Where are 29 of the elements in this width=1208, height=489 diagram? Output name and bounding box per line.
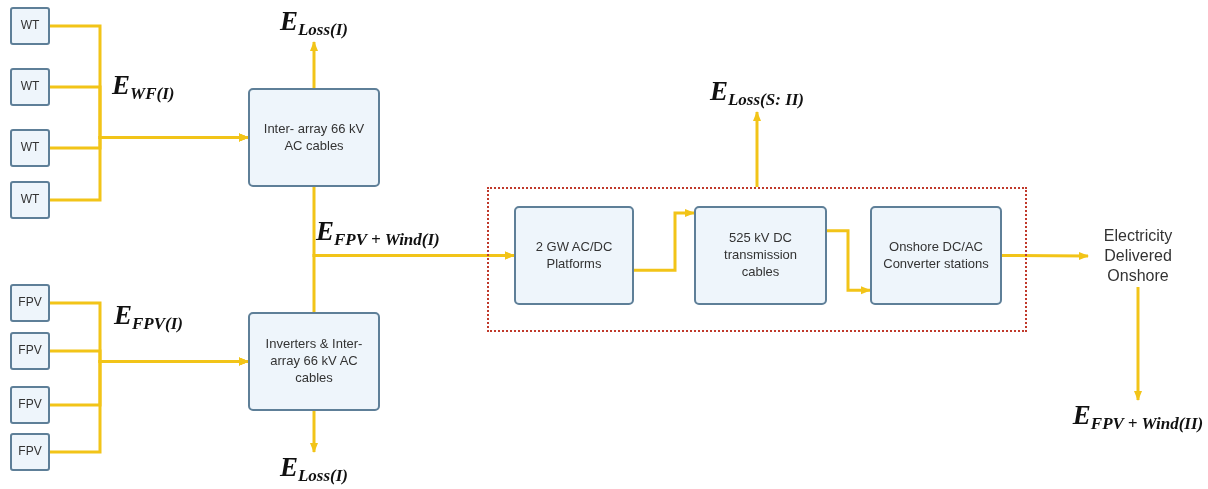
unit-box: WT <box>10 181 50 219</box>
arrow <box>753 111 761 187</box>
arrow <box>310 41 318 88</box>
unit-box: FPV <box>10 284 50 322</box>
arrow <box>634 208 695 272</box>
process-box: Inverters & Inter-array 66 kV AC cables <box>248 312 380 411</box>
unit-box: WT <box>10 7 50 45</box>
output-label: Electricity Delivered Onshore <box>1088 225 1188 287</box>
unit-box: FPV <box>10 332 50 370</box>
arrow <box>1134 287 1142 401</box>
process-box: 2 GW AC/DC Platforms <box>514 206 634 305</box>
edge-label: E$_{FPV + Wind(I)}$ <box>316 216 440 250</box>
process-box: Onshore DC/AC Converter stations <box>870 206 1002 305</box>
energy-label: E$_{Loss(I)}$ <box>262 452 366 488</box>
unit-box: FPV <box>10 433 50 471</box>
arrow <box>310 411 318 453</box>
arrow <box>827 229 871 295</box>
energy-label: E$_{FPV + Wind(II)}$ <box>1048 400 1208 436</box>
process-box: Inter- array 66 kV AC cables <box>248 88 380 187</box>
process-box: 525 kV DC transmission cables <box>694 206 827 305</box>
dashed-group-border <box>487 187 1027 332</box>
energy-label: E$_{Loss(S: II)}$ <box>707 76 807 112</box>
energy-label: E$_{Loss(I)}$ <box>262 6 366 42</box>
edge-label: E$_{FPV(I)}$ <box>114 300 183 334</box>
unit-box: WT <box>10 129 50 167</box>
arrow <box>1002 251 1089 260</box>
unit-box: WT <box>10 68 50 106</box>
edge-label: E$_{WF(I)}$ <box>112 70 175 104</box>
unit-box: FPV <box>10 386 50 424</box>
